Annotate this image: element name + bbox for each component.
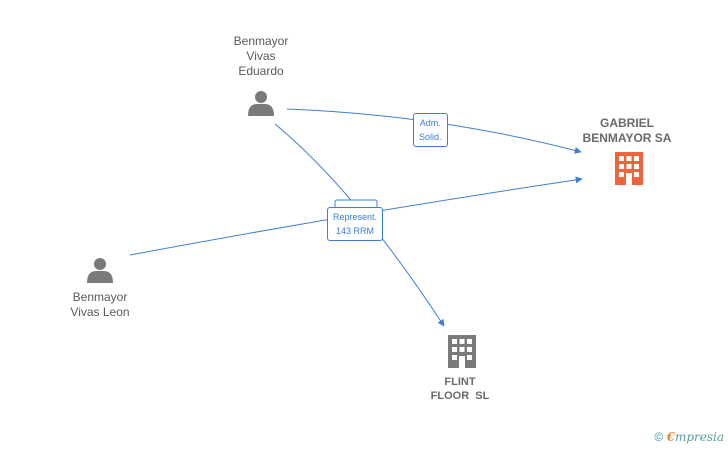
edge-label-line: Solid. [419, 132, 442, 142]
edge-label-adm-solid[interactable]: Adm. Solid. [413, 113, 448, 147]
node-label-line: Vivas Leon [70, 305, 130, 319]
node-label-leon[interactable]: Benmayor Vivas Leon [52, 290, 148, 320]
building-icon [615, 152, 643, 185]
brand-logo-e: € [666, 430, 675, 444]
edge-label-line: 143 RRM [336, 226, 375, 236]
edge-label-line: Represent. [333, 212, 378, 222]
node-label-flint[interactable]: FLINT FLOOR SL [416, 375, 504, 403]
node-label-gabriel[interactable]: GABRIEL BENMAYOR SA [571, 116, 683, 146]
edge-label-represent[interactable]: Represent. 143 RRM [327, 207, 384, 241]
building-icon [448, 335, 476, 368]
copyright-notice: © €mpresia [654, 430, 724, 444]
node-label-line: Vivas [246, 49, 276, 63]
node-label-line: Eduardo [238, 64, 284, 78]
node-label-line: FLOOR SL [430, 390, 490, 402]
person-icon [87, 258, 113, 283]
node-label-line: Benmayor [233, 34, 289, 48]
node-label-line: GABRIEL [600, 116, 654, 130]
node-label-line: BENMAYOR SA [582, 131, 672, 145]
node-label-line: FLINT [444, 376, 476, 388]
node-label-eduardo[interactable]: Benmayor Vivas Eduardo [218, 34, 304, 79]
copyright-symbol: © [654, 430, 664, 444]
person-icon [248, 91, 274, 116]
brand-logo: €mpresia [667, 430, 724, 444]
node-label-line: Benmayor [72, 290, 128, 304]
edge-label-line: Adm. [419, 118, 441, 128]
brand-logo-text: mpresia [674, 430, 724, 444]
